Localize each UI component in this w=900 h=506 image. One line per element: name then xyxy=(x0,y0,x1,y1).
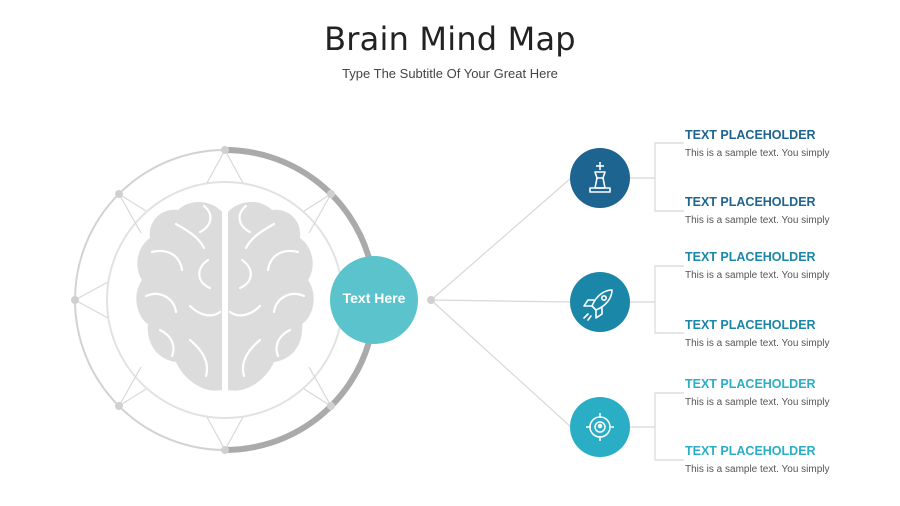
text-item-body: This is a sample text. You simply xyxy=(685,464,830,475)
target-icon xyxy=(586,413,614,441)
text-item-5: TEXT PLACEHOLDER This is a sample text. … xyxy=(685,377,895,409)
text-item-title: TEXT PLACEHOLDER xyxy=(685,444,816,458)
text-item-title: TEXT PLACEHOLDER xyxy=(685,128,816,142)
text-item-body: This is a sample text. You simply xyxy=(685,148,830,159)
node-3 xyxy=(570,397,630,457)
ring-accent-arc-top xyxy=(224,147,372,259)
text-item-3: TEXT PLACEHOLDER This is a sample text. … xyxy=(685,250,895,282)
text-item-body: This is a sample text. You simply xyxy=(685,397,830,408)
hub-connector-lines xyxy=(430,177,572,428)
brain-icon xyxy=(136,201,314,391)
page-subtitle: Type The Subtitle Of Your Great Here xyxy=(342,66,558,81)
center-circle xyxy=(330,256,418,344)
text-item-2: TEXT PLACEHOLDER This is a sample text. … xyxy=(685,195,895,227)
ring-accent-arc-bottom xyxy=(224,341,372,453)
text-item-4: TEXT PLACEHOLDER This is a sample text. … xyxy=(685,318,895,350)
hub-dot xyxy=(427,296,435,304)
text-item-6: TEXT PLACEHOLDER This is a sample text. … xyxy=(685,444,895,476)
chess-king-icon xyxy=(589,162,611,193)
center-label: Text Here xyxy=(342,290,406,306)
text-item-title: TEXT PLACEHOLDER xyxy=(685,377,816,391)
text-item-body: This is a sample text. You simply xyxy=(685,270,830,281)
node-1 xyxy=(570,148,630,208)
text-item-title: TEXT PLACEHOLDER xyxy=(685,250,816,264)
text-item-title: TEXT PLACEHOLDER xyxy=(685,195,816,209)
brain-ring-group xyxy=(71,146,376,454)
node-2 xyxy=(570,272,630,332)
text-item-body: This is a sample text. You simply xyxy=(685,338,830,349)
item-brackets xyxy=(630,142,684,461)
ring-dots xyxy=(71,146,335,454)
text-item-title: TEXT PLACEHOLDER xyxy=(685,318,816,332)
text-item-body: This is a sample text. You simply xyxy=(685,215,830,226)
text-item-1: TEXT PLACEHOLDER This is a sample text. … xyxy=(685,128,895,160)
page-title: Brain Mind Map xyxy=(324,20,576,58)
rocket-icon xyxy=(583,289,613,321)
